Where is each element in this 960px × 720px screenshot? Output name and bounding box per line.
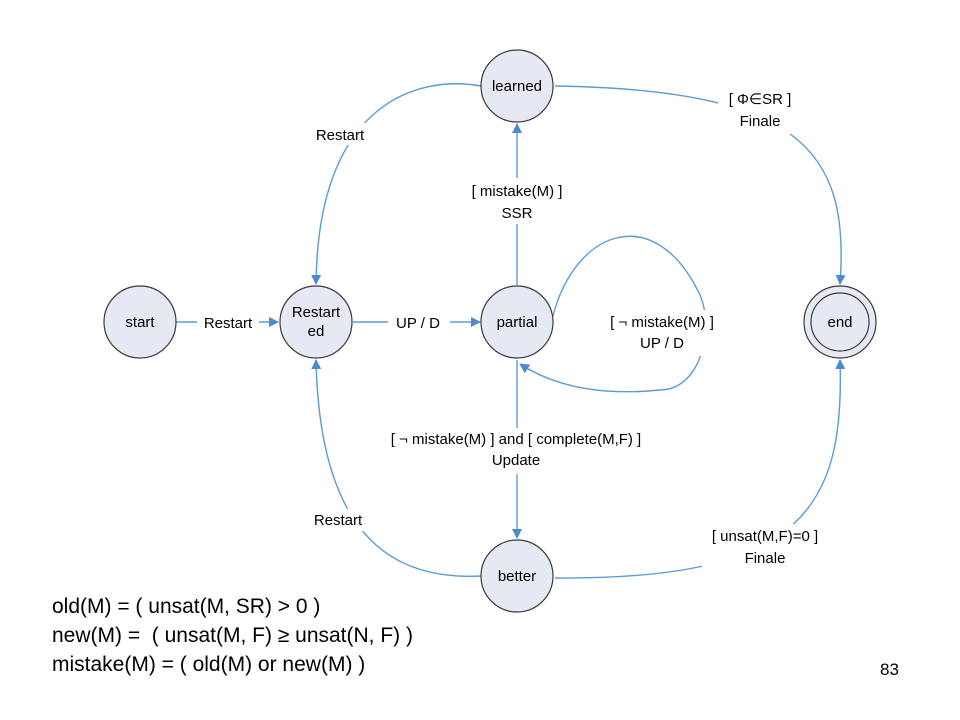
- state-partial-label: partial: [497, 314, 538, 331]
- definitions-block: old(M) = ( unsat(M, SR) > 0 ) new(M) = (…: [52, 592, 413, 679]
- state-learned-label: learned: [492, 78, 542, 95]
- edge-better-to-restarted: [311, 359, 482, 577]
- label-learned-to-end-guard: [ Φ∈SR ]: [729, 91, 792, 108]
- definition-old: old(M) = ( unsat(M, SR) > 0 ): [52, 595, 321, 618]
- label-partial-to-learned-guard: [ mistake(M) ]: [472, 183, 563, 200]
- state-start: [103, 285, 177, 359]
- state-restarted: [279, 285, 353, 359]
- label-learned-to-restarted: Restart: [316, 127, 365, 144]
- state-start-label: start: [125, 314, 155, 331]
- state-partial: [480, 285, 554, 359]
- label-restarted-to-partial: UP / D: [396, 315, 440, 332]
- state-end-inner: [810, 292, 870, 352]
- label-partial-to-better-guard: [ ¬ mistake(M) ] and [ complete(M,F) ]: [391, 431, 641, 448]
- label-better-to-end-action: Finale: [745, 550, 786, 567]
- edge-learned-to-restarted: [311, 83, 482, 285]
- label-better-to-restarted: Restart: [314, 512, 363, 529]
- definition-mistake: mistake(M) = ( old(M) or new(M) ): [52, 653, 366, 676]
- state-learned: [480, 49, 554, 123]
- state-better: [480, 539, 554, 613]
- label-partial-to-learned-action: SSR: [502, 205, 533, 222]
- label-better-to-end-guard: [ unsat(M,F)=0 ]: [712, 528, 818, 545]
- label-start-to-restarted: Restart: [204, 315, 253, 332]
- state-restarted-label-line2: ed: [308, 323, 325, 340]
- label-learned-to-end-action: Finale: [740, 113, 781, 130]
- state-better-label: better: [498, 568, 536, 585]
- definition-new: new(M) = ( unsat(M, F) ≥ unsat(N, F) ): [52, 624, 413, 647]
- label-partial-self-guard: [ ¬ mistake(M) ]: [610, 314, 714, 331]
- edge-learned-to-end: [554, 85, 846, 285]
- state-end-label: end: [827, 314, 852, 331]
- page-number: 83: [880, 660, 899, 679]
- label-partial-self-action: UP / D: [640, 335, 684, 352]
- label-partial-to-better-action: Update: [492, 452, 540, 469]
- state-restarted-label-line1: Restart: [292, 304, 341, 321]
